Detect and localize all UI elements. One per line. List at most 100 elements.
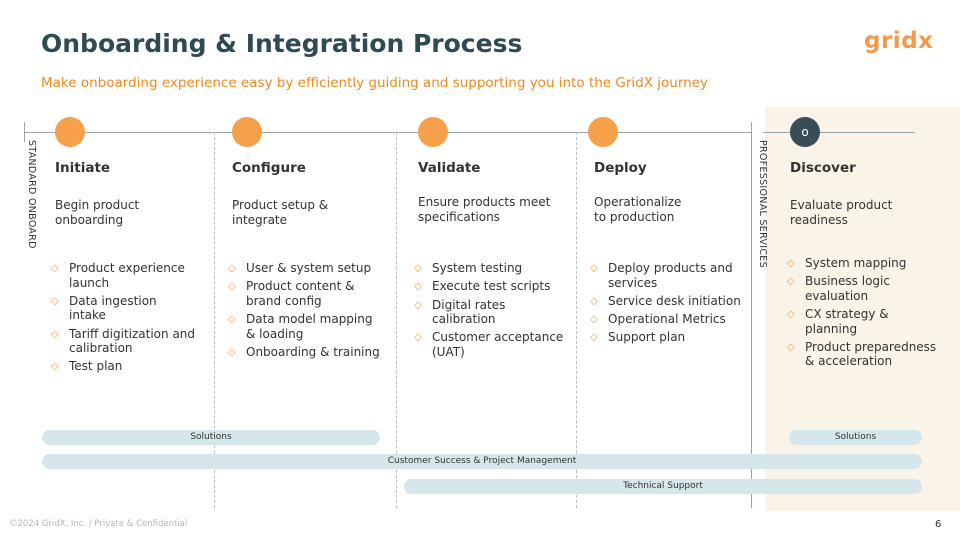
bullet-text: (UAT): [432, 344, 465, 359]
stage-marker-deploy: [588, 117, 618, 147]
bullet-text: Business logic: [805, 274, 890, 289]
stage-marker-validate: [418, 117, 448, 147]
bullet-item: ◇ Test plan: [49, 359, 214, 374]
gridx-logo: gridx: [864, 28, 934, 54]
timeline-line-standard: [24, 132, 751, 133]
timeline-start-tick: [24, 122, 25, 142]
timeline-line-professional: [763, 132, 915, 133]
diamond-outline-icon: ◇: [51, 295, 59, 307]
bullet-text: Service desk initiation: [608, 293, 741, 308]
bullet-text: Tariff digitization and: [69, 326, 196, 341]
stage-desc-discover: Evaluate product readiness: [790, 198, 940, 227]
stage-marker-discover: o: [790, 117, 820, 147]
bullet-text: System testing: [432, 261, 523, 275]
page-subtitle: Make onboarding experience easy by effic…: [41, 75, 708, 91]
diamond-outline-icon: ◇: [590, 332, 598, 344]
solutions-bar-standard: Solutions: [42, 430, 380, 445]
stage-desc-validate: Ensure products meet specifications: [418, 195, 578, 224]
bullet-text: Test plan: [69, 359, 123, 374]
stage-desc-configure: Product setup & integrate: [232, 198, 382, 227]
section-divider: [751, 122, 752, 508]
diamond-outline-icon: ◇: [51, 328, 59, 340]
diamond-outline-icon: ◇: [787, 258, 795, 269]
bullet-text: CX strategy &: [805, 307, 889, 322]
bullet-item: ◇Operational Metrics: [588, 312, 751, 327]
diamond-outline-icon: ◇: [787, 276, 795, 288]
desc-line: Product setup &: [232, 198, 329, 212]
desc-line: Ensure products meet: [418, 195, 551, 209]
bullet-text: calibration: [432, 312, 496, 327]
desc-line: Begin product: [55, 198, 140, 212]
desc-line: onboarding: [55, 212, 124, 227]
bullet-text: calibration: [69, 341, 133, 356]
stage-title-validate: Validate: [418, 160, 481, 176]
bullet-item: ◇ Customer acceptance(UAT): [412, 330, 576, 359]
bullet-text: Digital rates: [432, 297, 506, 312]
page-number: 6: [935, 519, 942, 530]
desc-line: Evaluate product: [790, 198, 893, 212]
technical-support-bar: Technical Support: [404, 479, 922, 494]
desc-line: to production: [594, 209, 675, 224]
bullet-item: ◇Product content &brand config: [226, 279, 396, 308]
diamond-outline-icon: ◇: [414, 332, 422, 344]
bullet-text: intake: [69, 308, 106, 323]
bullet-item: ◇Execute test scripts: [412, 279, 576, 294]
bullet-text: brand config: [246, 293, 322, 308]
bullet-item: ◇ System mapping: [785, 256, 955, 271]
bullet-item: ◇ Product preparedness& acceleration: [785, 340, 955, 369]
column-divider-2: [396, 132, 397, 508]
diamond-outline-icon: ◇: [787, 309, 795, 321]
stage-bullets-validate: ◇System testing ◇Execute test scripts ◇D…: [412, 261, 576, 363]
stage-title-deploy: Deploy: [594, 160, 647, 176]
bullet-text: evaluation: [805, 288, 869, 303]
diamond-outline-icon: ◇: [228, 346, 236, 358]
stage-desc-initiate: Begin product onboarding: [55, 198, 205, 227]
diamond-outline-icon: ◇: [414, 299, 422, 311]
desc-line: Operationalize: [594, 195, 682, 209]
diamond-outline-icon: ◇: [228, 263, 236, 274]
bullet-text: Data ingestion: [69, 293, 157, 308]
bullet-text: Deploy products and: [608, 261, 733, 275]
diamond-outline-icon: ◇: [590, 263, 598, 274]
diamond-outline-icon: ◇: [590, 295, 598, 307]
bullet-item: ◇Onboarding & training: [226, 345, 396, 360]
desc-line: integrate: [232, 212, 288, 227]
bullet-item: ◇ CX strategy &planning: [785, 307, 955, 336]
bullet-text: Product preparedness: [805, 339, 937, 354]
diamond-outline-icon: ◇: [51, 263, 59, 274]
bullet-text: planning: [805, 321, 858, 336]
stage-desc-deploy: Operationalize to production: [594, 195, 744, 224]
bullet-text: Operational Metrics: [608, 312, 726, 327]
desc-line: specifications: [418, 209, 500, 224]
bullet-text: System mapping: [805, 256, 907, 270]
bullet-item: ◇System testing: [412, 261, 576, 276]
stage-title-discover: Discover: [790, 160, 856, 176]
diamond-outline-icon: ◇: [787, 341, 795, 353]
bullet-text: User & system setup: [246, 261, 372, 275]
diamond-outline-icon: ◇: [51, 361, 59, 373]
stage-marker-initiate: [55, 117, 85, 147]
desc-line: readiness: [790, 212, 848, 227]
stage-title-configure: Configure: [232, 160, 306, 176]
bullet-text: & loading: [246, 326, 304, 341]
diamond-outline-icon: ◇: [228, 314, 236, 326]
stage-marker-configure: [232, 117, 262, 147]
bullet-text: Data model mapping: [246, 312, 373, 327]
bullet-text: Execute test scripts: [432, 279, 551, 294]
stage-title-initiate: Initiate: [55, 160, 111, 176]
column-divider-3: [576, 132, 577, 508]
customer-success-bar: Customer Success & Project Management: [42, 454, 922, 469]
professional-services-label: PROFESSIONAL SERVICES: [757, 140, 768, 268]
stage-bullets-configure: ◇ User & system setup ◇Product content &b…: [226, 261, 396, 363]
column-divider-1: [214, 132, 215, 508]
bullet-text: & acceleration: [805, 354, 893, 369]
bullet-text: Customer acceptance: [432, 330, 564, 345]
standard-onboard-label: STANDARD ONBOARD: [26, 140, 37, 249]
solutions-bar-professional: Solutions: [789, 430, 922, 445]
